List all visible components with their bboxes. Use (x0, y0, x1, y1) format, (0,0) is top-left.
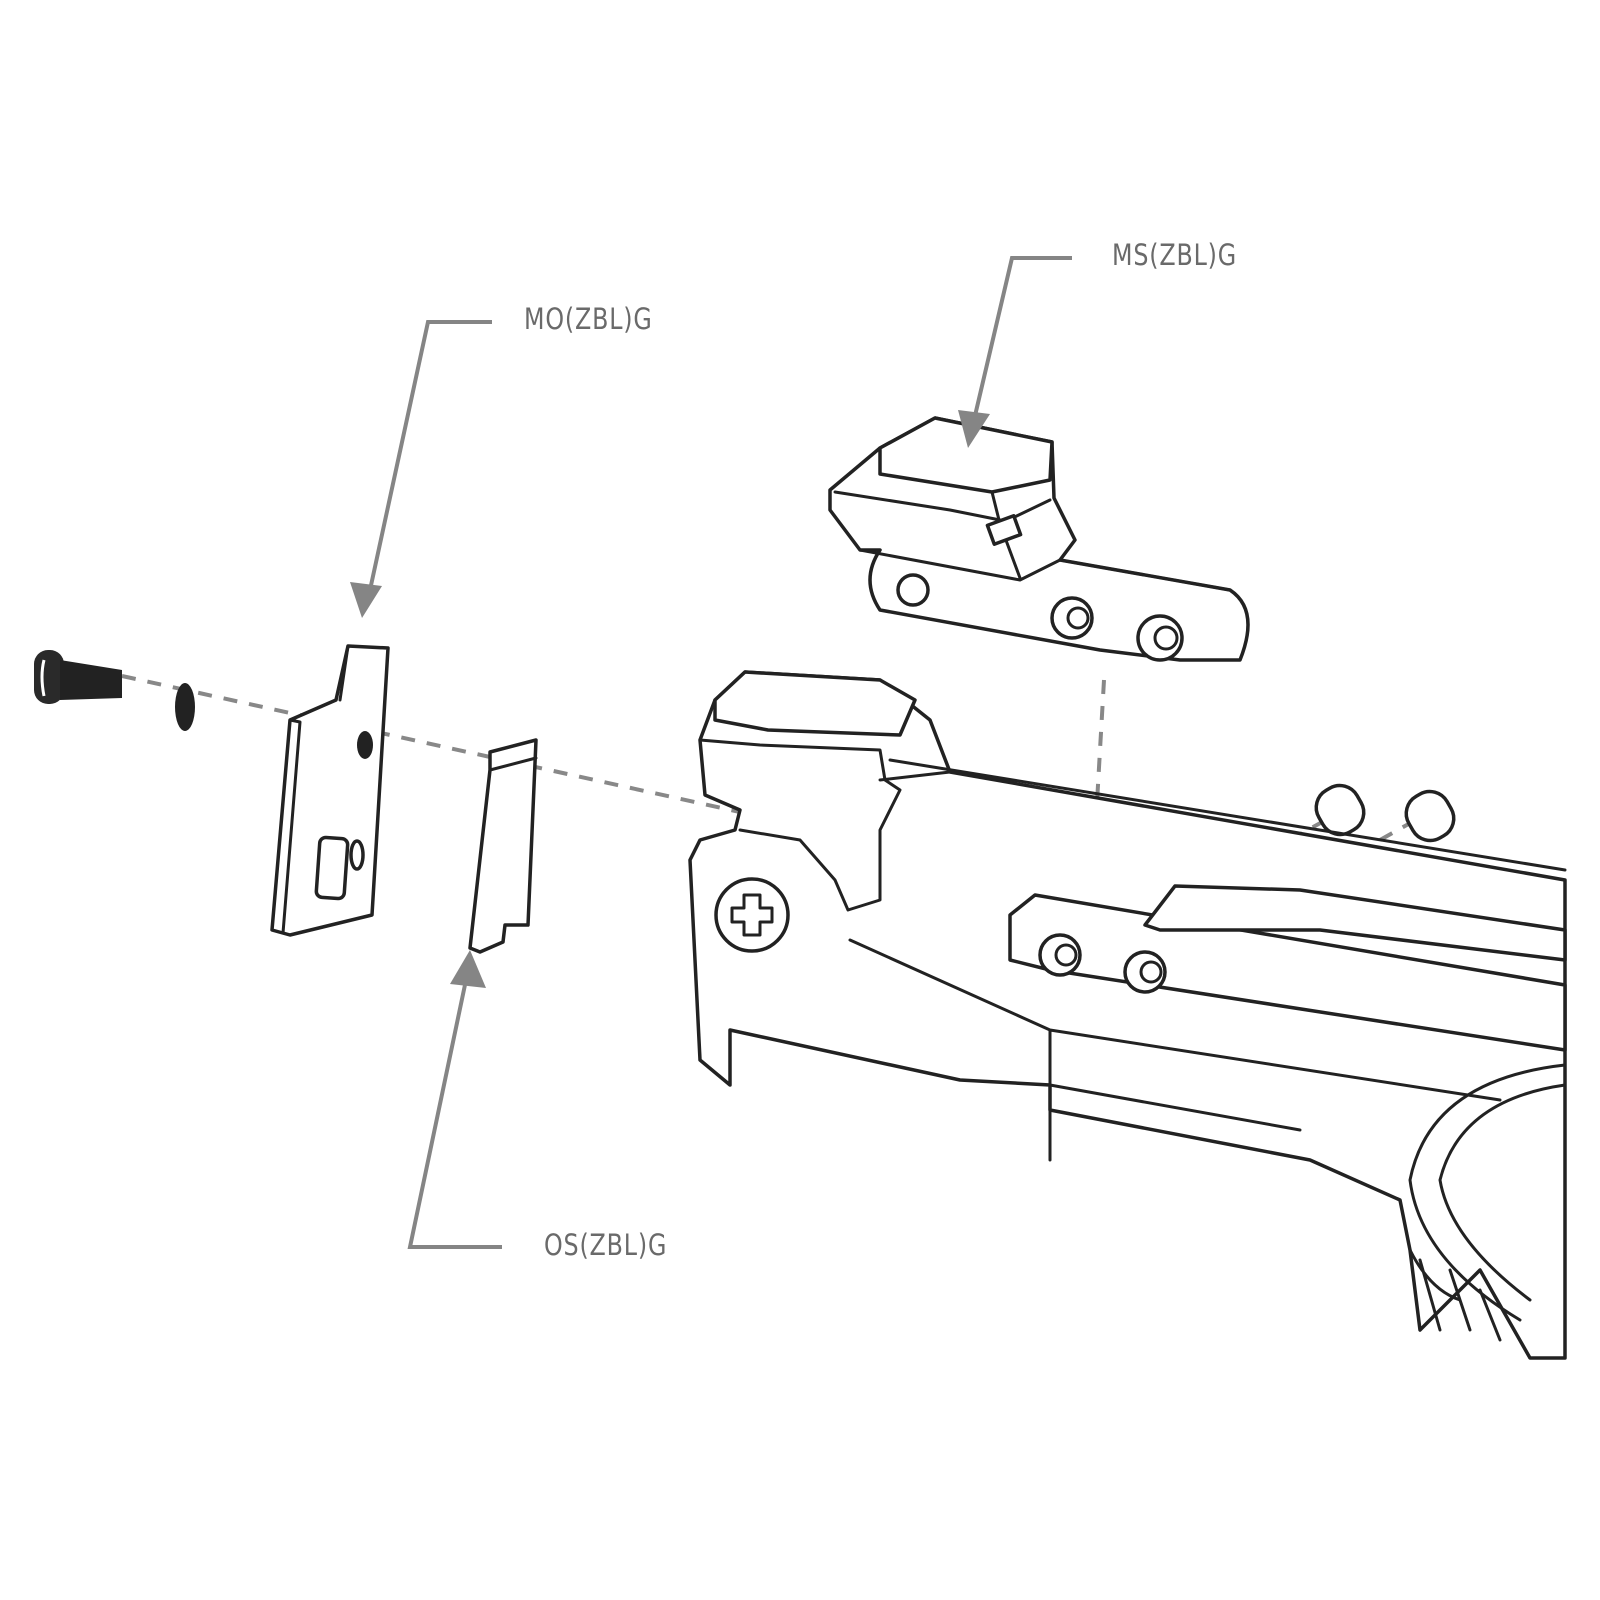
ms-leader-line (972, 256, 1072, 421)
os-part (468, 738, 538, 954)
ms-arrow-icon (958, 410, 990, 448)
os-leader-line (407, 979, 502, 1249)
washer (175, 683, 195, 731)
ms-label: MS(ZBL)G (1112, 238, 1238, 272)
pins (1314, 783, 1456, 843)
screw (34, 650, 122, 704)
mo-label: MO(ZBL)G (524, 302, 653, 336)
assembly-axis-line (121, 674, 741, 814)
main-body (688, 670, 1567, 1360)
vertical-assembly-line (1090, 679, 1106, 891)
os-arrow-icon (450, 950, 486, 988)
mo-leader-line (368, 320, 492, 591)
ms-part (828, 416, 1250, 662)
mo-part (270, 644, 390, 937)
mo-arrow-icon (350, 582, 382, 618)
os-label: OS(ZBL)G (544, 1228, 668, 1262)
